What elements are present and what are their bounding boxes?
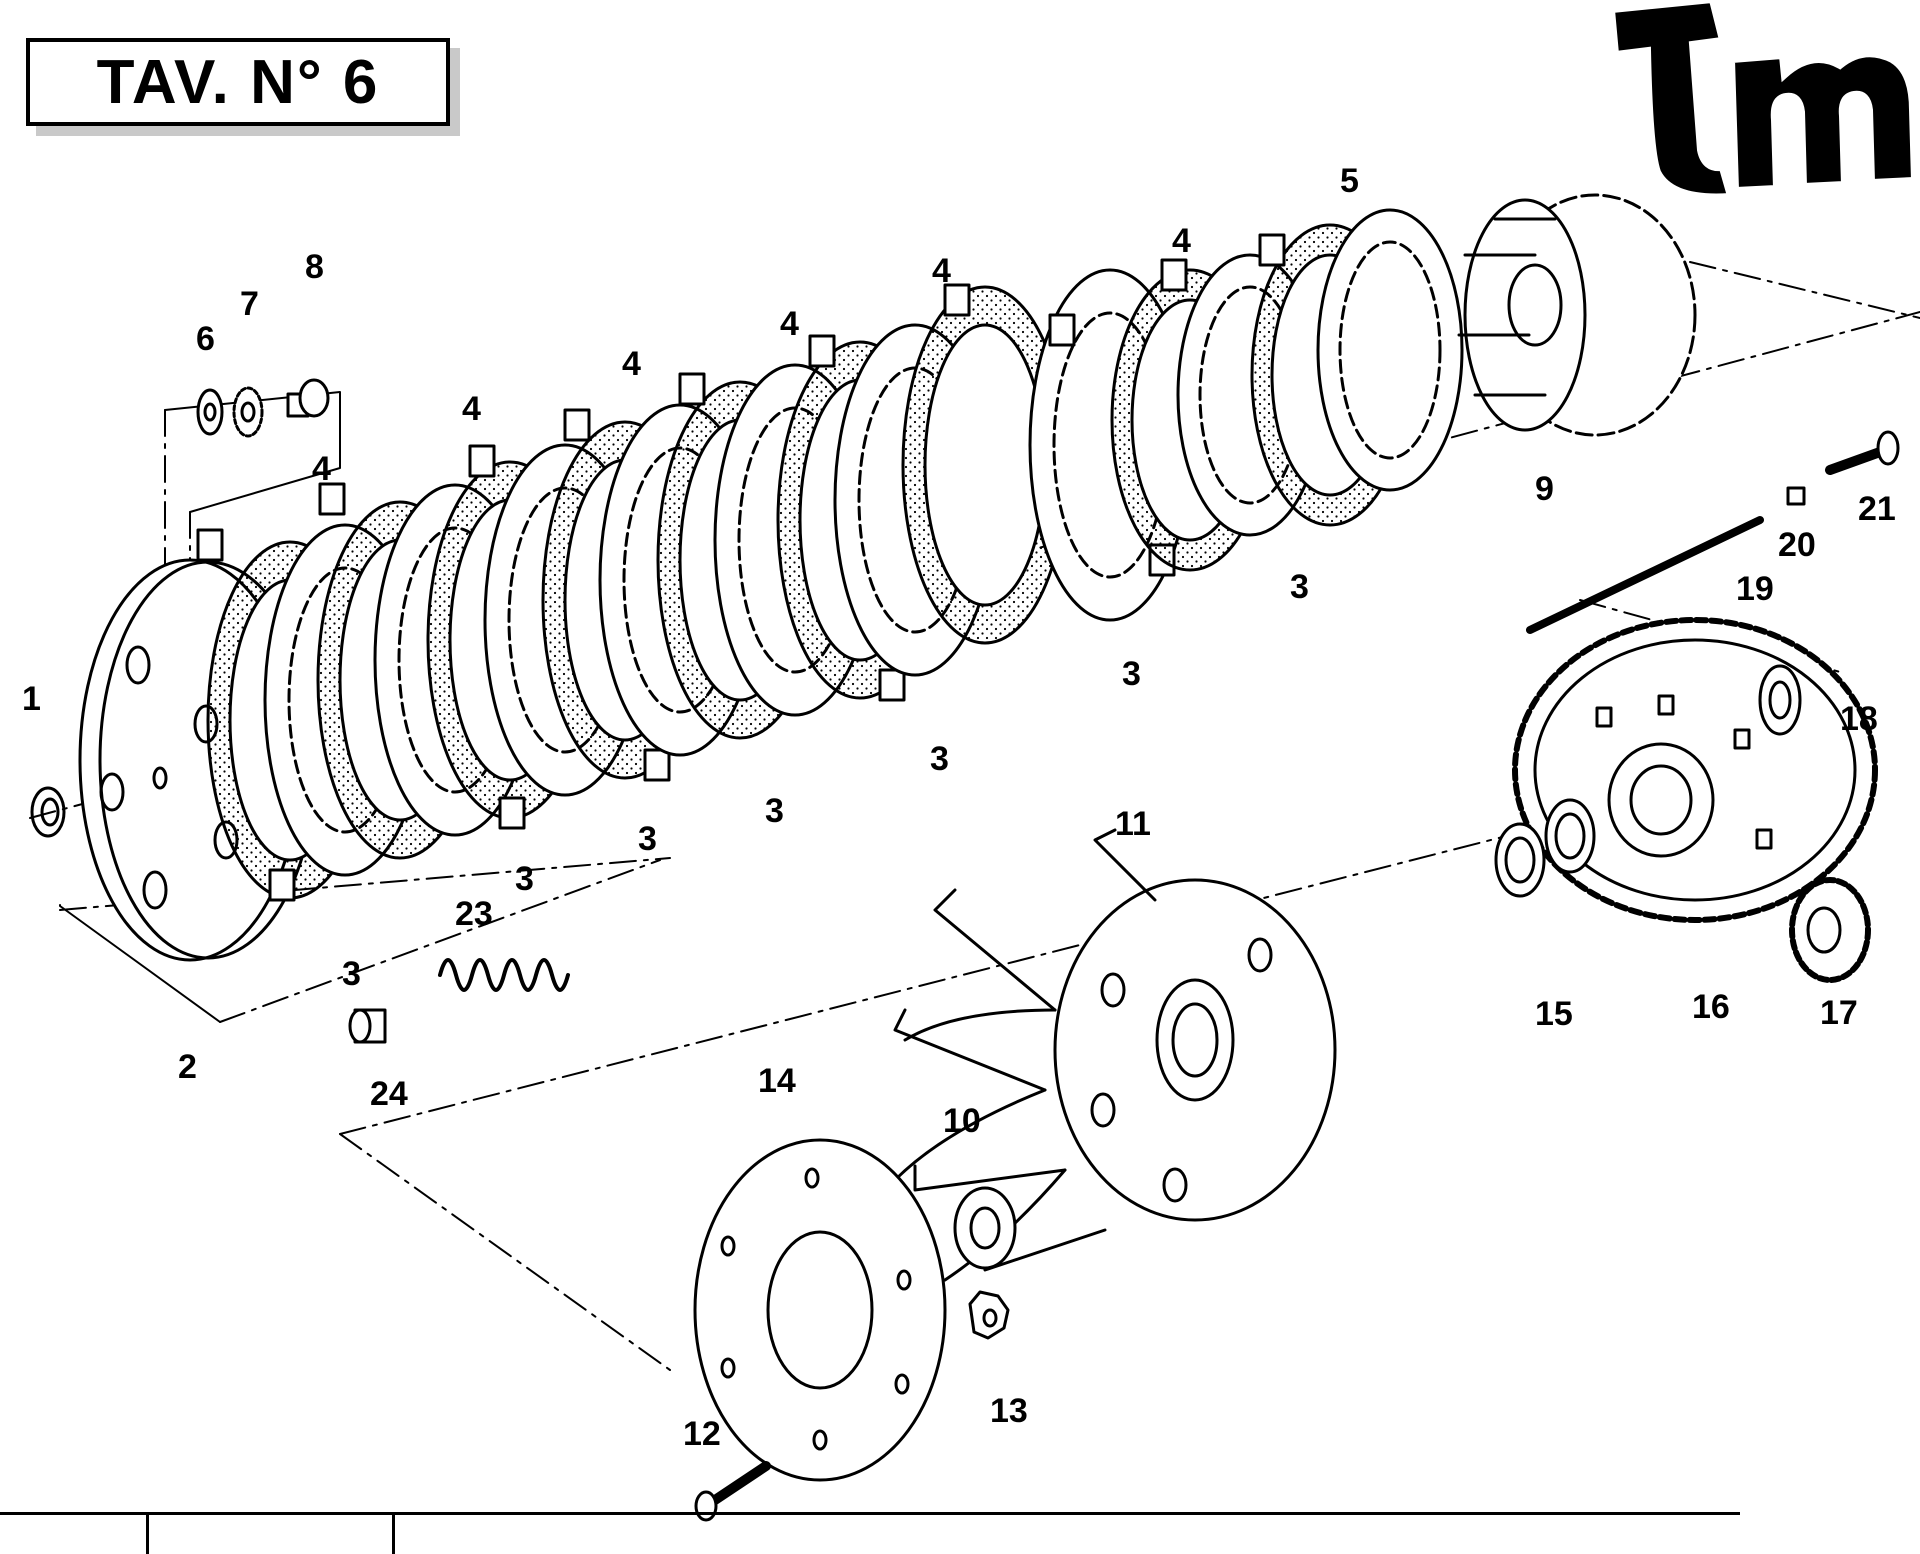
table-divider — [146, 1512, 149, 1554]
table-divider — [392, 1512, 395, 1554]
needle-bearings — [1494, 798, 1596, 898]
callout-23: 23 — [455, 895, 493, 933]
tm-logo — [1608, 0, 1918, 196]
pushrod-assembly — [1526, 430, 1900, 634]
callout-3: 3 — [638, 820, 657, 858]
callout-21: 21 — [1858, 490, 1896, 528]
callout-13: 13 — [990, 1392, 1028, 1430]
clutch-hub — [1457, 193, 1697, 437]
callout-3: 3 — [342, 955, 361, 993]
callout-17: 17 — [1820, 994, 1858, 1032]
fastener-set — [196, 378, 330, 438]
callout-16: 16 — [1692, 988, 1730, 1026]
spring-and-bolt — [348, 958, 570, 1044]
callout-18: 18 — [1840, 700, 1878, 738]
callout-3: 3 — [515, 860, 534, 898]
callout-4: 4 — [780, 305, 799, 343]
callout-2: 2 — [178, 1048, 197, 1086]
callout-12: 12 — [683, 1415, 721, 1453]
callout-4: 4 — [932, 252, 951, 290]
clutch-plate-stack — [196, 208, 1464, 902]
small-gear — [1789, 877, 1871, 983]
callout-15: 15 — [1535, 995, 1573, 1033]
callout-19: 19 — [1736, 570, 1774, 608]
shim — [1758, 664, 1802, 736]
callout-1: 1 — [22, 680, 41, 718]
callout-4: 4 — [1172, 222, 1191, 260]
callout-4: 4 — [462, 390, 481, 428]
callout-4: 4 — [622, 345, 641, 383]
callout-3: 3 — [930, 740, 949, 778]
callout-4: 4 — [312, 450, 331, 488]
callout-24: 24 — [370, 1075, 408, 1113]
clutch-basket — [893, 828, 1337, 1282]
callout-5: 5 — [1340, 162, 1359, 200]
callout-10: 10 — [943, 1102, 981, 1140]
plate-title-box: TAV. N° 6 — [26, 38, 450, 126]
primary-gear — [1512, 617, 1878, 923]
callout-3: 3 — [1290, 568, 1309, 606]
table-top-rule — [0, 1512, 1740, 1515]
circlip — [30, 786, 66, 838]
callout-6: 6 — [196, 320, 215, 358]
callout-3: 3 — [1122, 655, 1141, 693]
lock-plate — [968, 1290, 1010, 1340]
callout-3: 3 — [765, 792, 784, 830]
callout-14: 14 — [758, 1062, 796, 1100]
callout-9: 9 — [1535, 470, 1554, 508]
back-plate — [693, 1138, 947, 1482]
callout-labels: 1 2 3 3 3 3 3 3 3 3 4 4 4 4 4 4 5 6 7 8 … — [22, 162, 1896, 1453]
callout-20: 20 — [1778, 526, 1816, 564]
callout-11: 11 — [1115, 805, 1151, 843]
callout-8: 8 — [305, 248, 324, 286]
thrust-washer — [953, 1186, 1017, 1270]
callout-7: 7 — [240, 285, 259, 323]
plate-title: TAV. N° 6 — [96, 47, 380, 117]
